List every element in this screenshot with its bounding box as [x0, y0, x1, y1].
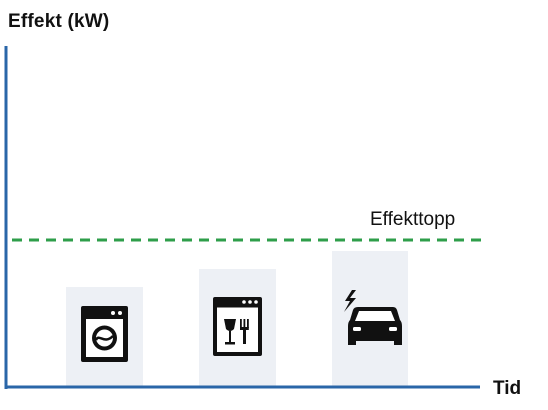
peak-line-label: Effekttopp	[370, 209, 456, 230]
electric-car-icon	[344, 290, 402, 345]
y-axis-label: Effekt (kW)	[8, 11, 110, 32]
dishwasher-icon	[213, 297, 262, 356]
washing-machine-icon	[81, 306, 128, 362]
x-axis-label: Tid	[493, 378, 522, 399]
